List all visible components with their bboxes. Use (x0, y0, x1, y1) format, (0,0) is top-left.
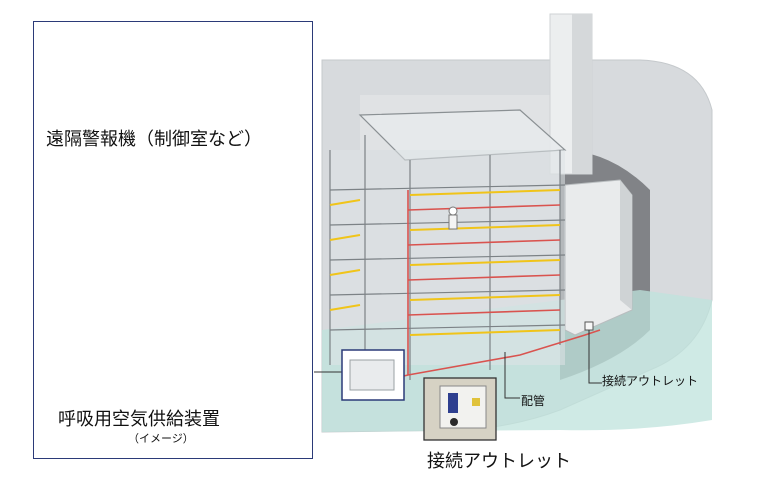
air-piping (394, 190, 601, 379)
exhaust-stack (549, 13, 593, 175)
site-air-supply-box (341, 349, 405, 401)
connection-outlet-callout: 接続アウトレット (602, 374, 699, 388)
scaffold-structure (329, 109, 567, 380)
equipment-panel (33, 21, 313, 459)
outlet-inset (423, 377, 497, 441)
connection-outlet-caption: 接続アウトレット (427, 451, 571, 472)
side-tower (564, 179, 633, 336)
scaffold-handrails (329, 189, 561, 336)
worker-figure (448, 206, 458, 230)
leader-lines (314, 330, 602, 399)
image-note-label: （イメージ） (128, 432, 194, 445)
side-outlet (584, 321, 594, 331)
remote-alarm-label: 遠隔警報機（制御室など） (46, 129, 262, 150)
piping-label: 配管 (521, 394, 546, 408)
air-supply-unit-label: 呼吸用空気供給装置 (58, 409, 220, 430)
